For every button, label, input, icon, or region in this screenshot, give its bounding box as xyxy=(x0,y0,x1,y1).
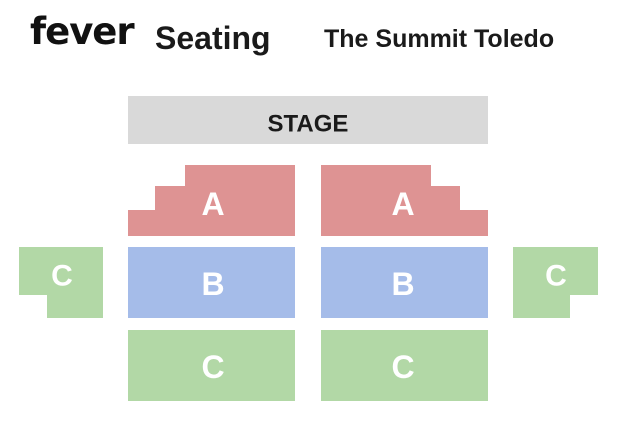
section-c-side-right-label: C xyxy=(545,260,567,293)
section-c-side-right[interactable]: C xyxy=(513,247,598,318)
venue-name: The Summit Toledo xyxy=(324,25,555,53)
section-a-right-label: A xyxy=(391,186,414,222)
section-c-side-left[interactable]: C xyxy=(19,247,103,318)
section-b-left-label: B xyxy=(201,266,224,302)
section-c-right-label: C xyxy=(391,349,414,385)
section-c-right[interactable]: C xyxy=(321,330,488,401)
section-c-side-left-label: C xyxy=(51,260,73,293)
section-b-right[interactable]: B xyxy=(321,247,488,318)
section-c-left[interactable]: C xyxy=(128,330,295,401)
stage: STAGE xyxy=(128,96,488,144)
page-subtitle: Seating xyxy=(155,20,271,56)
fever-logo[interactable]: fever xyxy=(30,10,135,53)
section-a-left-label: A xyxy=(201,186,224,222)
stage-label: STAGE xyxy=(268,111,349,138)
section-c-left-label: C xyxy=(201,349,224,385)
section-a-right[interactable]: A xyxy=(321,165,488,236)
section-a-left[interactable]: A xyxy=(128,165,295,236)
section-b-left[interactable]: B xyxy=(128,247,295,318)
header: fever Seating The Summit Toledo xyxy=(0,0,626,70)
section-b-right-label: B xyxy=(391,266,414,302)
